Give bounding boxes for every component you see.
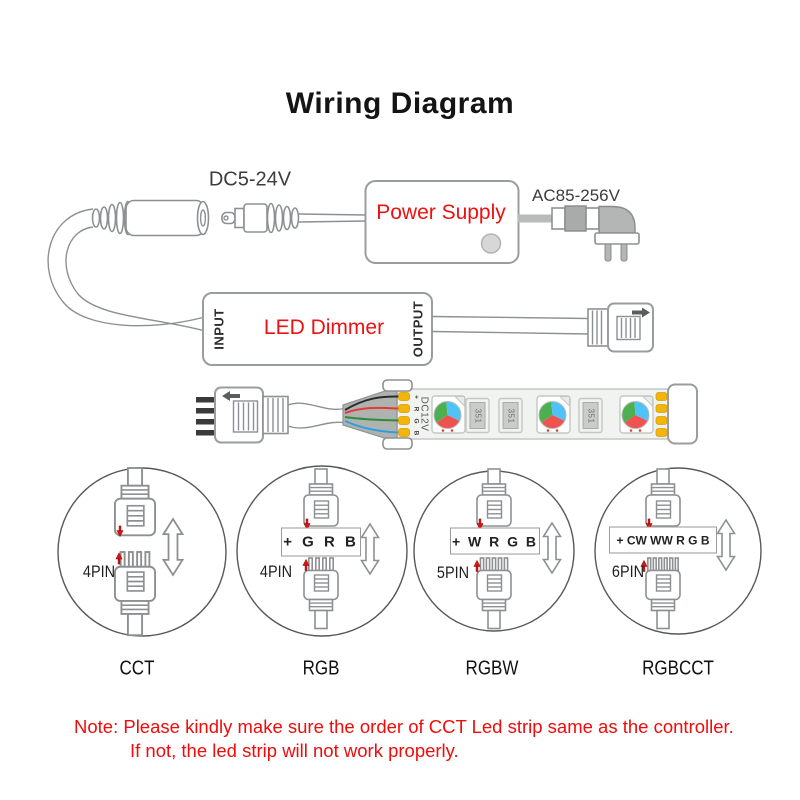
dimmer-output-label: OUTPUT <box>410 300 426 358</box>
solder-pads-left <box>398 392 410 437</box>
dc-cable-loop <box>47 208 204 332</box>
resistor-1 <box>465 397 490 434</box>
led-dimmer-label: LED Dimmer <box>263 316 385 339</box>
led-chip-1 <box>431 395 466 434</box>
dc-voltage-label: DC5-24V <box>208 168 292 191</box>
dimmer-input-label: INPUT <box>211 308 227 350</box>
ac-voltage-label: AC85-256V <box>532 186 620 205</box>
dc-plug-male <box>221 202 367 234</box>
type-name-rgbcct: RGBCCT <box>642 657 714 680</box>
type-name-cct: CCT <box>119 657 155 680</box>
strip-end-cap <box>667 383 698 445</box>
pin-count-rgbw: 5PIN <box>436 563 470 582</box>
resistor-value: 351 <box>586 408 595 423</box>
resistor-value: 351 <box>506 408 515 423</box>
dimmer-output-cable <box>431 315 589 335</box>
output-connector <box>587 302 654 353</box>
strip-input-connector <box>196 386 347 444</box>
led-chip-3 <box>619 395 654 434</box>
pin-count-rgbcct: 6PIN <box>611 562 645 581</box>
page-title: Wiring Diagram <box>285 87 515 120</box>
connector-circle-cct <box>57 467 227 637</box>
power-supply-label: Power Supply <box>376 201 506 224</box>
type-name-rgb: RGB <box>302 657 340 680</box>
arrow-left-icon <box>222 391 240 401</box>
pin-order-rgbw: + W R G B <box>450 527 540 555</box>
ac-cord-plug <box>518 205 640 262</box>
note-line-2: If not, the led strip will not work prop… <box>130 740 459 761</box>
pin-order-rgbcct: + CW WW R G B <box>609 526 717 554</box>
strip-voltage-label: DC12V <box>418 396 430 432</box>
resistor-value: 351 <box>473 408 482 423</box>
resistor-3 <box>578 397 603 434</box>
resistor-2 <box>498 397 523 434</box>
led-strip <box>342 379 698 450</box>
power-indicator-light <box>480 233 502 254</box>
arrow-right-icon <box>632 307 650 318</box>
pin-order-rgb: + G R B <box>281 527 361 556</box>
connector-wires <box>344 395 400 434</box>
type-name-rgbw: RGBW <box>465 657 519 680</box>
pin-count-rgb: 4PIN <box>259 562 293 581</box>
solder-pads-right <box>655 392 668 437</box>
led-chip-2 <box>536 395 571 434</box>
dc-jack-female <box>91 199 210 237</box>
pin-count-cct: 4PIN <box>82 562 116 581</box>
led-dimmer-box <box>202 292 433 366</box>
note-line-1: Note: Please kindly make sure the order … <box>74 716 734 737</box>
strip-clip <box>342 386 398 443</box>
